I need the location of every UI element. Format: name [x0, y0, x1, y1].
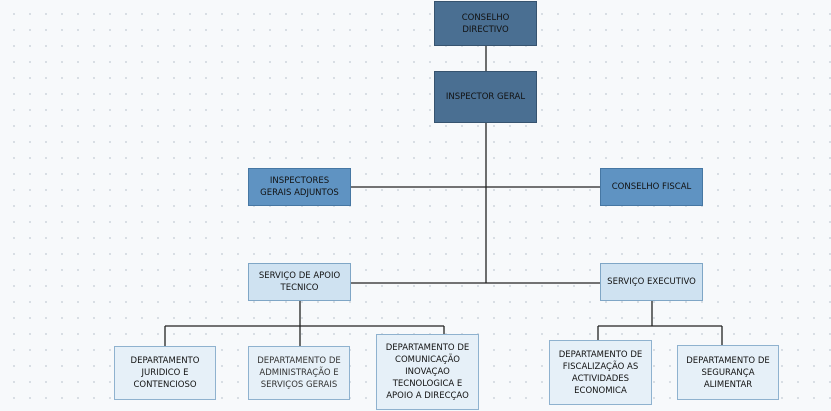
node-inspector-geral[interactable]: INSPECTOR GERAL — [434, 71, 537, 123]
node-dep-administracao[interactable]: DEPARTAMENTO DE ADMINISTRAÇÃO E SERVIÇOS… — [248, 346, 350, 400]
node-label: DEPARTAMENTO DE FISCALIZAÇÃO AS ACTIVIDA… — [558, 349, 643, 396]
node-label: DEPARTAMENTO DE COMUNICAÇÃO INOVAÇAO TEC… — [385, 343, 470, 401]
node-label: DEPARTAMENTO DE ADMINISTRAÇÃO E SERVIÇOS… — [257, 356, 341, 390]
node-dep-fiscalizacao[interactable]: DEPARTAMENTO DE FISCALIZAÇÃO AS ACTIVIDA… — [549, 340, 652, 405]
node-label: CONSELHO FISCAL — [611, 182, 692, 192]
node-label: DEPARTAMENTO JURIDICO E CONTENCIOSO — [130, 356, 200, 390]
node-label: DEPARTAMENTO DE SEGURANÇA ALIMENTAR — [686, 355, 770, 390]
node-servico-executivo[interactable]: SERVIÇO EXECUTIVO — [600, 263, 703, 301]
node-dep-juridico[interactable]: DEPARTAMENTO JURIDICO E CONTENCIOSO — [114, 346, 216, 400]
node-conselho-directivo[interactable]: CONSELHO DIRECTIVO — [434, 1, 537, 46]
node-label: INSPECTOR GERAL — [445, 92, 526, 102]
node-label: SERVIÇO DE APOIO TECNICO — [258, 271, 341, 293]
node-servico-apoio-tecnico[interactable]: SERVIÇO DE APOIO TECNICO — [248, 263, 351, 301]
node-dep-comunicacao[interactable]: DEPARTAMENTO DE COMUNICAÇÃO INOVAÇAO TEC… — [376, 334, 479, 410]
node-label: CONSELHO DIRECTIVO — [461, 12, 510, 35]
node-dep-seguranca[interactable]: DEPARTAMENTO DE SEGURANÇA ALIMENTAR — [677, 345, 779, 400]
node-conselho-fiscal[interactable]: CONSELHO FISCAL — [600, 168, 703, 206]
node-label: SERVIÇO EXECUTIVO — [607, 277, 696, 287]
node-inspectores-gerais-adjuntos[interactable]: INSPECTORES GERAIS ADJUNTOS — [248, 168, 351, 206]
node-label: INSPECTORES GERAIS ADJUNTOS — [260, 176, 339, 198]
